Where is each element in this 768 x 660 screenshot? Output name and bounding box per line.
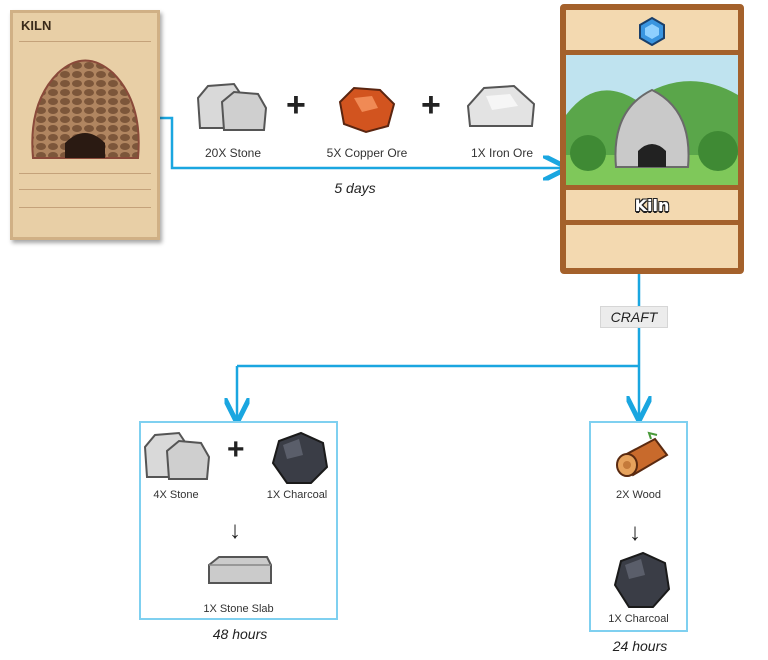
build-arrow xyxy=(160,116,563,168)
input-label: 4X Stone xyxy=(153,489,199,501)
recipe-time: 24 hours xyxy=(612,638,668,654)
down-arrow-icon: ↓ xyxy=(629,519,641,546)
wood-log-icon xyxy=(616,431,669,477)
input-label: 1X Charcoal xyxy=(266,489,328,501)
kiln-illustration xyxy=(566,55,738,185)
copper-ore-icon xyxy=(338,86,396,134)
blueprint-title: KILN xyxy=(21,18,52,33)
card-title: Kiln xyxy=(634,196,670,215)
output-label: 1X Charcoal xyxy=(608,613,669,625)
input-label: 2X Wood xyxy=(615,489,662,501)
ingredient-label: 1X Iron Ore xyxy=(470,146,534,160)
recipe-box: 4X Stone + 1X Charcoal ↓ 1X Stone Slab xyxy=(139,421,338,620)
kiln-card[interactable]: Kiln xyxy=(560,4,744,274)
divider xyxy=(19,189,151,190)
iron-ore-icon xyxy=(466,84,536,127)
stone-icon xyxy=(196,82,268,131)
divider xyxy=(19,41,151,42)
divider xyxy=(19,207,151,208)
plus-icon: + xyxy=(421,86,441,124)
plus-icon: + xyxy=(286,86,306,124)
charcoal-icon xyxy=(613,551,671,608)
stone-slab-icon xyxy=(208,556,272,584)
blue-hexagon-gem-icon xyxy=(639,16,665,46)
stone-icon xyxy=(143,431,211,480)
down-arrow-icon: ↓ xyxy=(229,517,241,544)
ingredient-label: 20X Stone xyxy=(204,146,262,160)
output-label: 1X Stone Slab xyxy=(203,603,274,615)
plus-icon: + xyxy=(227,433,245,466)
recipe-box: 2X Wood ↓ 1X Charcoal xyxy=(589,421,688,632)
charcoal-icon xyxy=(271,431,329,484)
ingredient-label: 5X Copper Ore xyxy=(326,146,408,160)
craft-label: CRAFT xyxy=(600,306,668,328)
kiln-sketch-icon xyxy=(31,59,140,159)
recipe-time: 48 hours xyxy=(212,626,268,642)
kiln-blueprint-card[interactable]: KILN xyxy=(10,10,160,240)
divider xyxy=(19,173,151,174)
build-time: 5 days xyxy=(334,180,376,196)
